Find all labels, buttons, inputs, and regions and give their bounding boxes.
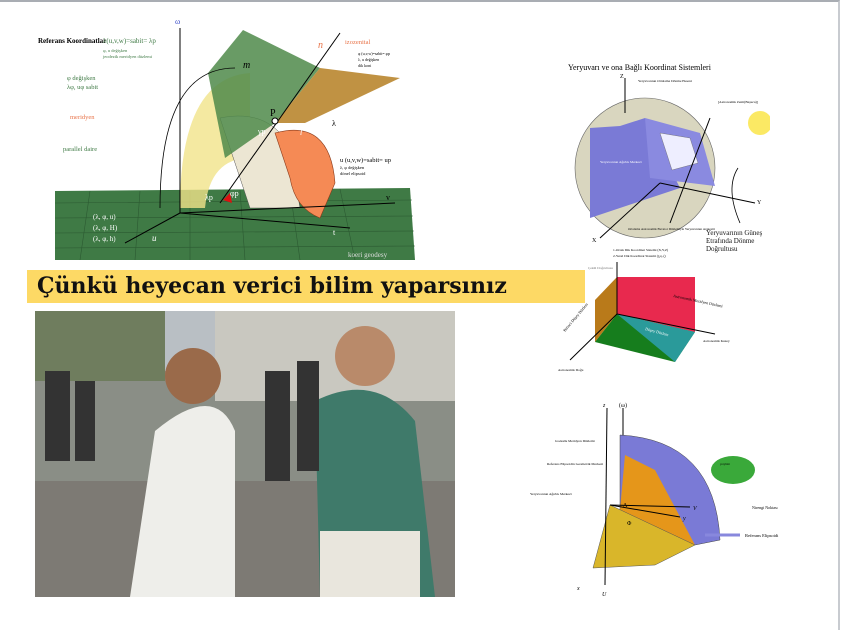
label: t [333,228,336,237]
label: Astronomik Kuzey [703,339,730,343]
ellipsoid-diagram: z (ω) Jeodezik Meridyen Düzlemi Referans… [530,402,779,598]
legend-text: 2-Yerel Dik Koordinat Sistemi (ξ,η,ζ) [613,253,667,259]
label: Z [620,74,624,80]
label: λ, φ değişken [340,165,365,171]
label: γp [257,127,266,136]
label: jeodezik meridyen düzlemi [102,54,153,59]
label: Çekül Doğrultusu [588,266,613,270]
label: u [152,233,157,243]
photo-scientists [35,311,455,597]
orbit-arrow [731,167,741,224]
label: Λ [623,503,628,509]
label: φp [230,189,239,198]
label: Düşey Düzlem [645,326,670,337]
label: y [682,516,686,522]
label: Yeryuvarının Ağırlık Merkezi [600,160,642,164]
label: Ortalama Astronomik Ekvator Düzlemiyle Y… [628,227,715,231]
label: Astronomik Doğu [558,368,584,372]
label: yeryüzü [720,462,730,466]
label: Yeryuvarının Ağırlık Merkezi [530,492,572,496]
label: v [386,193,390,202]
diagram-title: Yeryuvarı ve ona Bağlı Koordinat Sisteml… [568,63,712,72]
label: x [576,586,580,592]
label: U [602,592,607,598]
label: z [602,403,606,409]
label: u (u,v,w)=sabit= up [340,157,391,164]
label: dik koni [358,63,372,68]
label: Y [757,200,762,206]
label: Φ [627,521,632,527]
label: (λ, φ, H) [93,224,118,232]
label: n [318,40,323,51]
diagram-title: Referans Koordinatlar [38,37,106,45]
earth-coordinate-diagram: Yeryuvarı ve ona Bağlı Koordinat Sisteml… [568,63,770,244]
ellipsoid-surface [274,129,336,219]
reference-coordinates-diagram: Referans Koordinatlar λ(u,v,w)=sabit= λp… [38,17,415,260]
label: Referans Elipsoidi [745,533,779,538]
sun-icon [748,111,770,135]
meridian-plane [208,30,320,158]
label: dönel elipsoid [340,171,366,176]
label: meridyen [70,114,95,121]
label: l [300,128,303,137]
label: λ(u,v,w)=sabit= λp [103,37,156,45]
label: Yeryuvarının Ortalama Dönme Ekseni [638,79,692,83]
label: φ, u değişken [103,48,128,54]
label: m [243,60,250,71]
label: λφ, uφ sabit [67,84,98,91]
label: φ değişken [67,75,96,82]
orbit-direction-label: Yeryuvarının Güneş Etrafında Dönme Doğru… [706,229,763,253]
legend-text: 1-Ortak Dik Koordinat Sistemi (X,Y,Z) [613,248,669,253]
label: izozenital [345,39,370,46]
label: P [270,108,276,119]
label: λ [332,119,336,128]
headline-banner: Çünkü heyecan verici bilim yaparsınız [27,270,585,303]
label: [Astronomik Zenit(Başucu)] [718,100,758,104]
label: ω [175,17,180,26]
label: Jeodezik Meridyen Düzlemi [555,439,595,443]
label: Referans Elipsoidin Geometrik Merkezi [547,462,603,466]
label: Nirengi Noktası [752,505,779,510]
cone-surface [275,68,400,123]
label: X [592,238,597,244]
credit-text: koeri geodesy [348,251,388,259]
person-left [130,406,235,597]
label: (λ, φ, u) [93,213,116,221]
label: λ, u değişken [358,57,379,63]
label: (λ, φ, h) [93,235,116,243]
label: parallel daire [63,146,97,153]
headline-text: Çünkü heyecan verici bilim yaparsınız [37,273,507,299]
label: λp [205,193,213,202]
label: (ω) [619,402,627,409]
surface-disk [711,456,755,484]
label: φ (u,v,w)=sabit= φp [358,51,390,57]
label: V [693,506,698,512]
local-coordinate-diagram: 1-Ortak Dik Koordinat Sistemi (X,Y,Z) 2-… [558,248,730,372]
label: Birinci Düşey Düzlem [562,301,590,332]
